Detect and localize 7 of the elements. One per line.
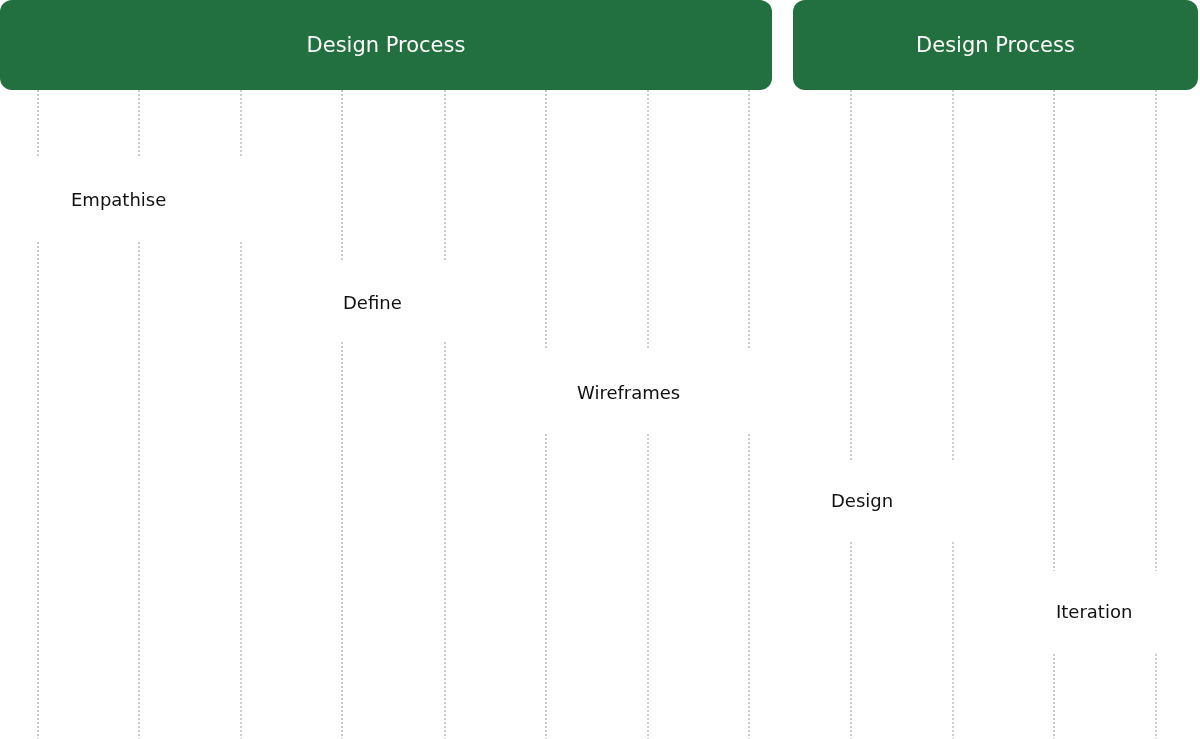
phase-label: Iteration bbox=[1056, 601, 1133, 622]
phase-label: Wireframes bbox=[577, 381, 681, 403]
phase-label: Define bbox=[343, 291, 402, 313]
phase-label: Design bbox=[831, 489, 894, 511]
header-bar: Design Process bbox=[793, 0, 1198, 90]
phase-label: Empathise bbox=[71, 188, 167, 210]
header-bar: Design Process bbox=[0, 0, 772, 90]
